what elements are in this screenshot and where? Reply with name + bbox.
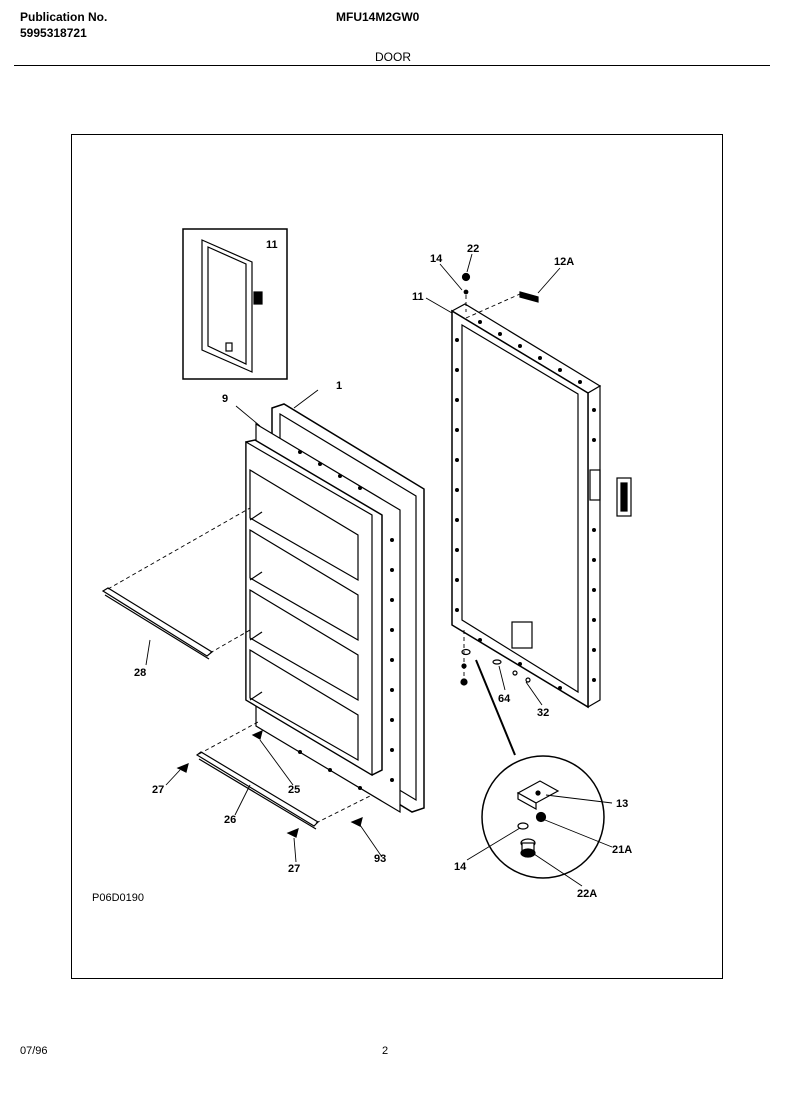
callout-labels: 11 22 14 12A 11 1 9 28 64 32 27 25 26 27…	[92, 239, 632, 904]
callout-1: 1	[336, 380, 342, 392]
outer-door-panel	[450, 291, 632, 709]
screws	[176, 729, 363, 838]
leader-lines	[145, 253, 613, 887]
diagram-frame	[71, 134, 723, 979]
hinge-detail-circle	[475, 659, 605, 879]
callout-64: 64	[498, 693, 511, 705]
header-rule	[14, 65, 770, 66]
callout-25: 25	[288, 784, 300, 796]
callout-14-bottom: 14	[454, 861, 467, 873]
callout-27-b: 27	[288, 863, 300, 875]
callout-22: 22	[467, 243, 479, 255]
inset-door-panel	[182, 228, 288, 380]
assembly-lines	[107, 293, 521, 824]
callout-9: 9	[222, 393, 228, 405]
callout-93: 93	[374, 853, 386, 865]
callout-12a: 12A	[554, 256, 574, 268]
liner-holes	[298, 450, 394, 790]
callout-22a: 22A	[577, 888, 597, 900]
publication-number: 5995318721	[20, 26, 87, 40]
page-number: 2	[382, 1045, 389, 1057]
callout-11: 11	[412, 291, 424, 303]
callout-21a: 21A	[612, 844, 632, 856]
callout-32: 32	[537, 707, 549, 719]
callout-inset-11: 11	[266, 239, 278, 251]
shelf-rail-28	[101, 587, 214, 660]
callout-26: 26	[224, 814, 236, 826]
callout-13: 13	[616, 798, 628, 810]
footer-date: 07/96	[20, 1045, 48, 1057]
callout-14-top: 14	[430, 253, 443, 265]
callout-28: 28	[134, 667, 146, 679]
model-number: MFU14M2GW0	[336, 10, 420, 24]
section-title: DOOR	[375, 50, 411, 64]
publication-label: Publication No.	[20, 10, 108, 24]
drawing-code: P06D0190	[92, 892, 144, 904]
door-liner	[245, 422, 401, 814]
hinge-hardware	[460, 272, 531, 686]
outer-door-holes	[455, 320, 596, 690]
callout-27-a: 27	[152, 784, 164, 796]
